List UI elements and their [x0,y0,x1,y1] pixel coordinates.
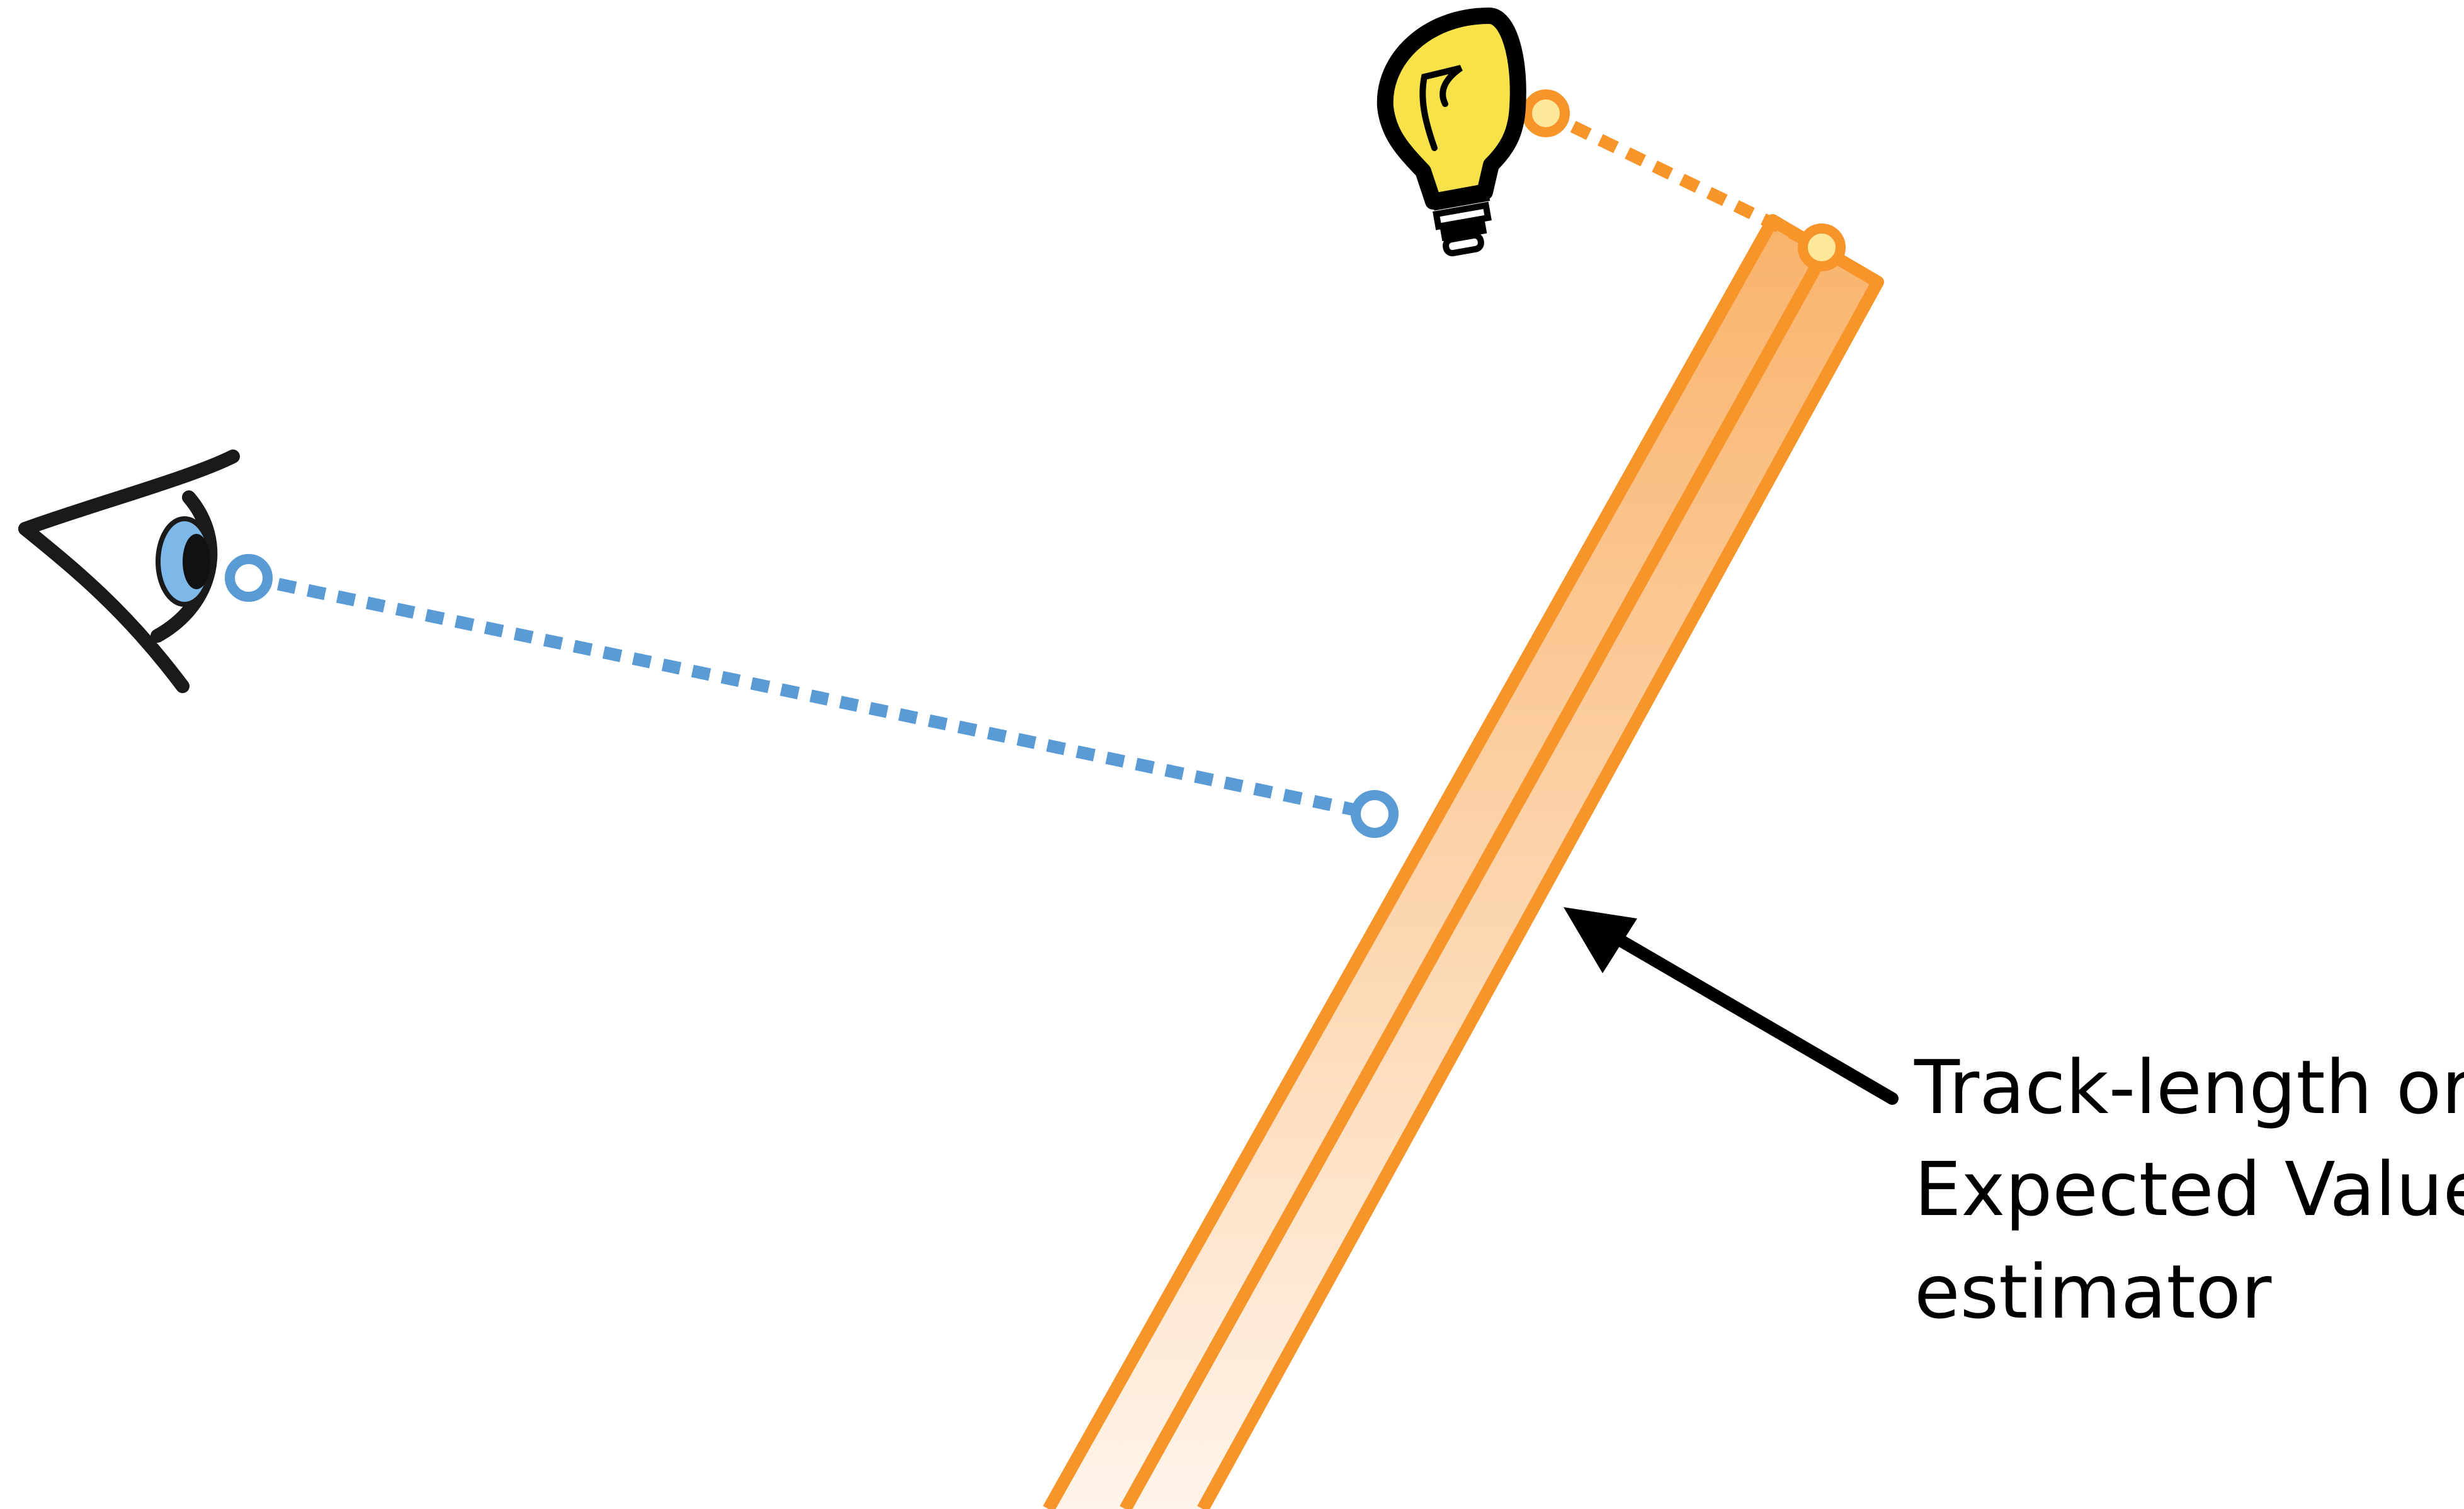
annotation-line-3: estimator [1914,1248,2272,1335]
beam-fill [1048,220,1878,1509]
beam-left-edge [1048,220,1773,1509]
annotation-arrow [1564,907,1892,1099]
camera-ray-end-vertex [1356,795,1394,833]
camera-ray [249,578,1375,814]
annotation-line-2: Expected Value [1914,1146,2464,1233]
light-ray-end-vertex [1803,229,1841,266]
camera-ray-start-vertex [230,559,268,597]
beam-right-edge [1203,282,1878,1509]
eye-pupil [183,534,210,589]
annotation-line-1: Track-length or [1914,1044,2464,1131]
beam-center-divider [1125,251,1825,1509]
eye-icon [25,456,233,686]
light-ray-start-vertex [1527,94,1565,132]
lightbulb-icon [1385,16,1518,254]
medium-beam [1048,220,1878,1509]
annotation-label: Track-length or Expected Value estimator [1914,1044,2464,1335]
